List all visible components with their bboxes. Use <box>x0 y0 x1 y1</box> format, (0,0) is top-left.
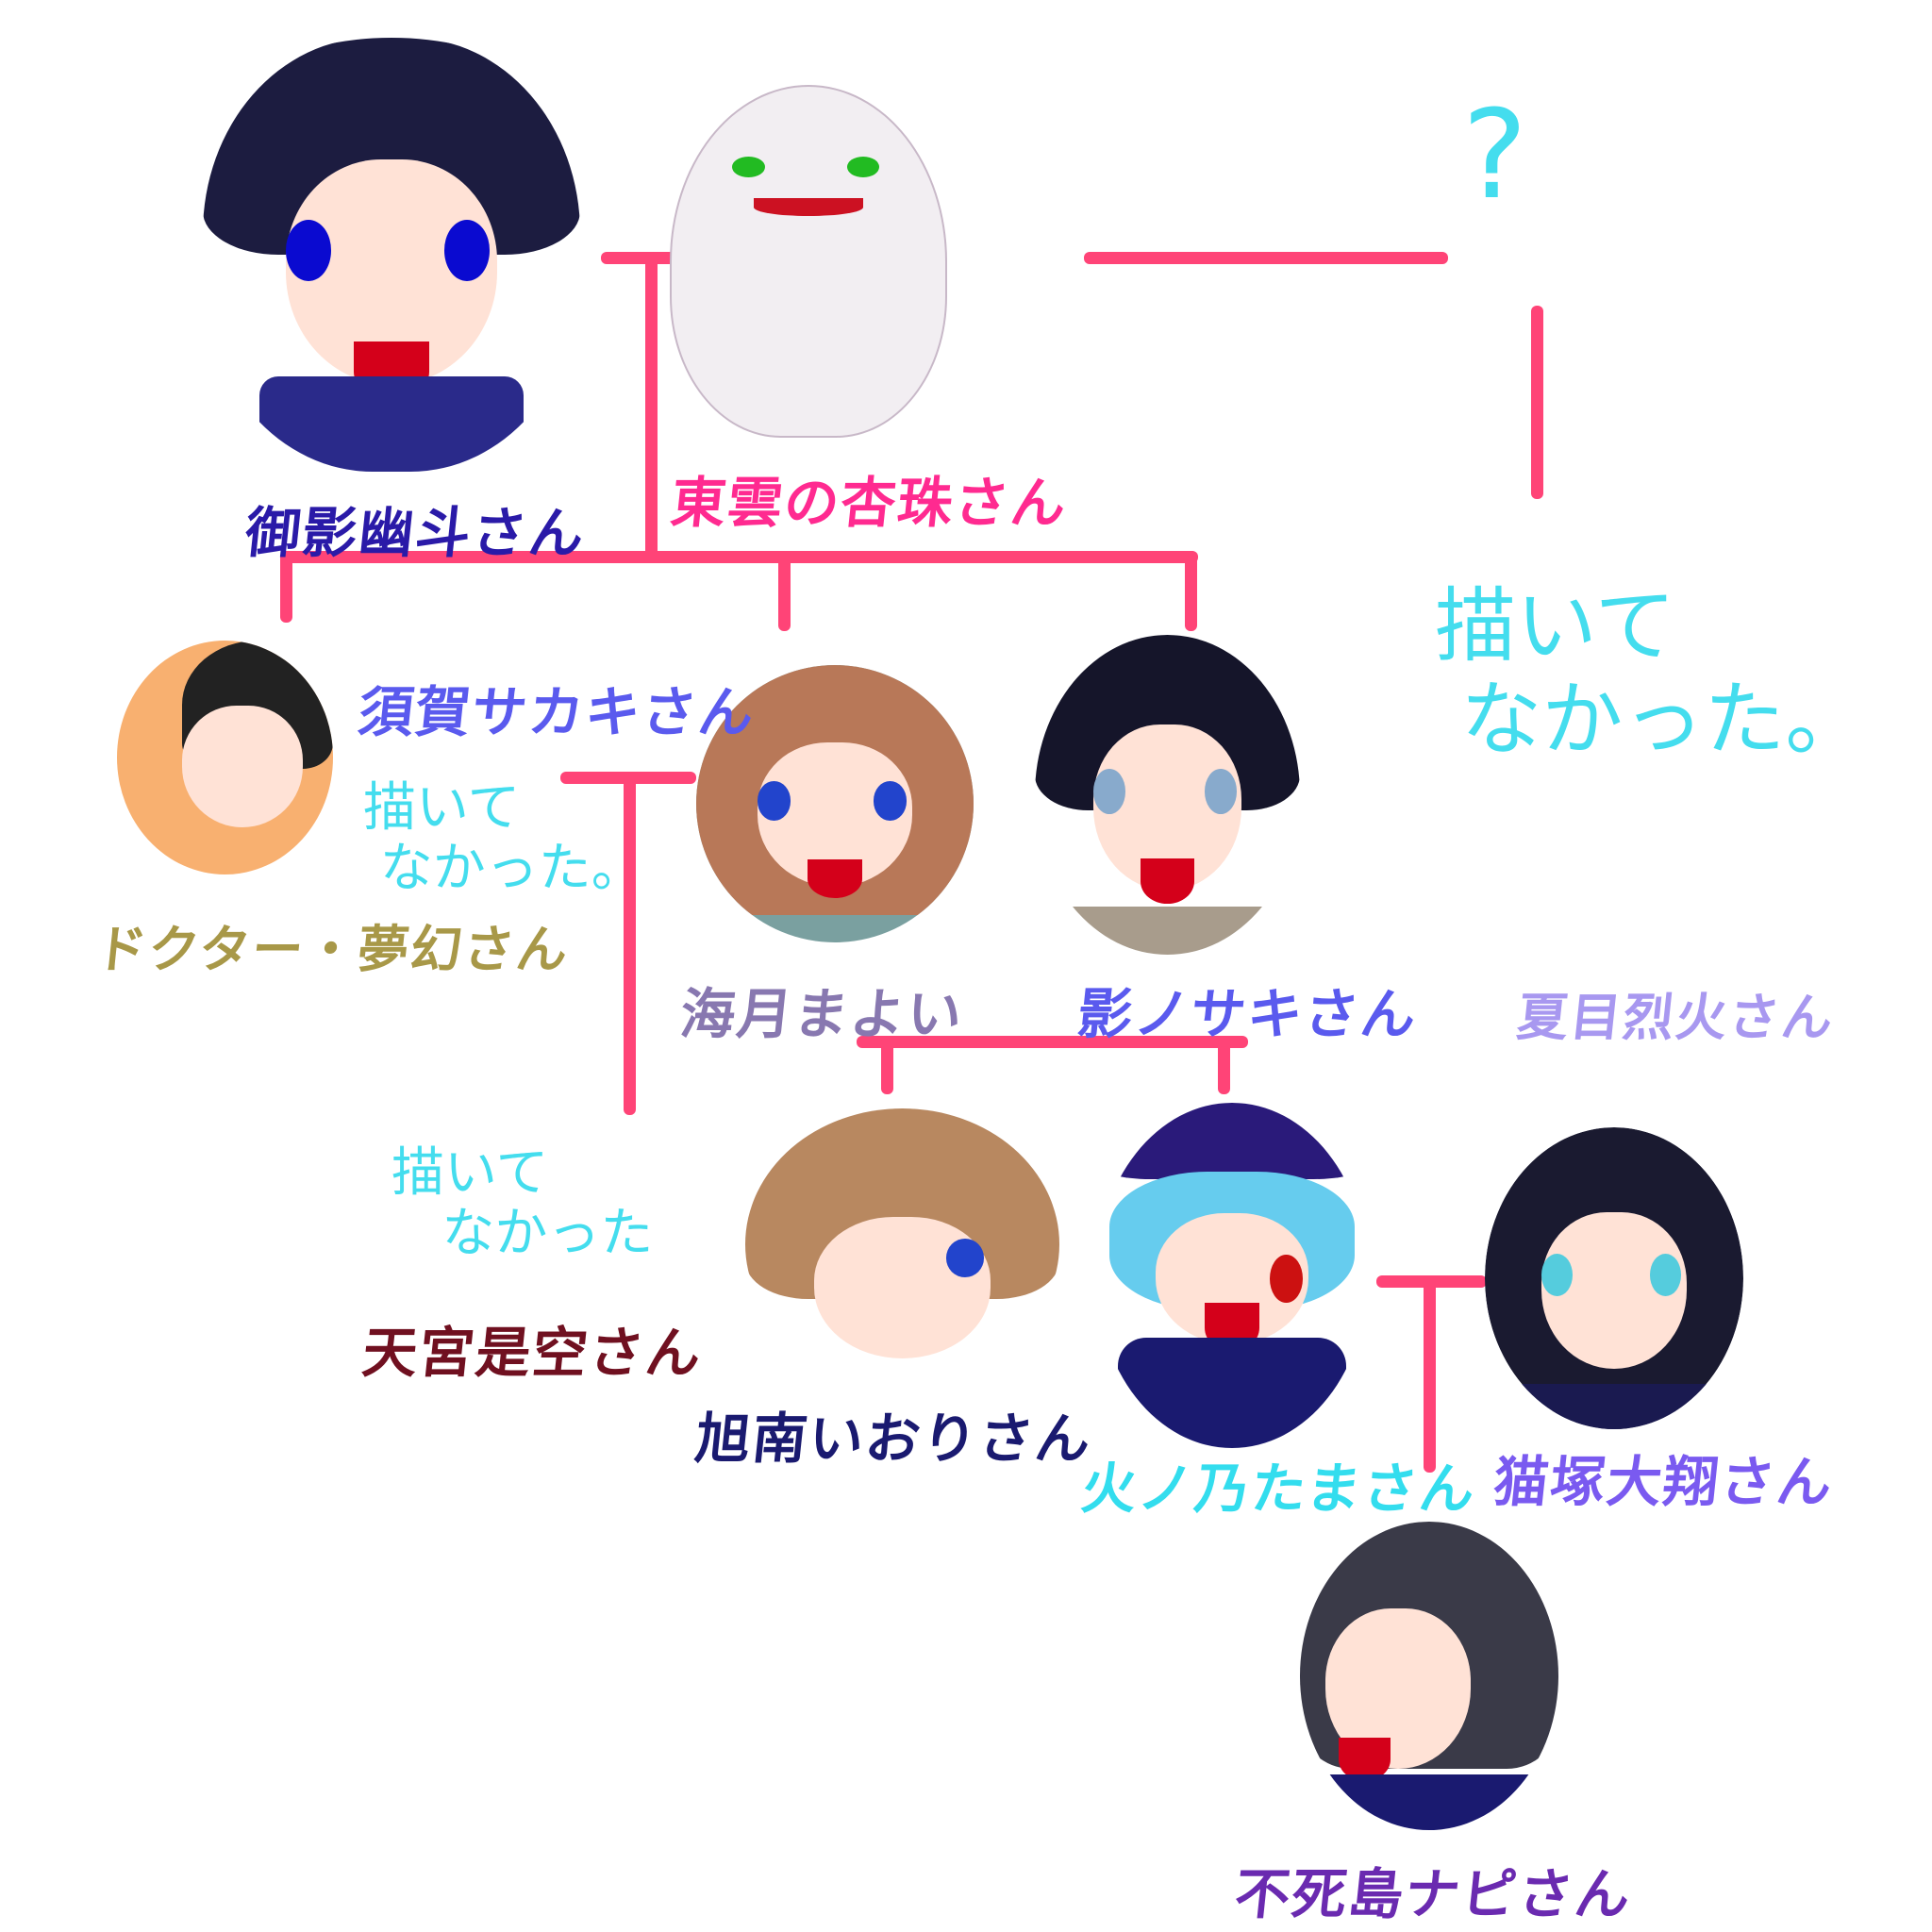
descent-line-unknown <box>1531 306 1543 499</box>
child-line-kurage <box>778 551 791 631</box>
not-drawn-note-suga: 描いて なかった。 <box>363 777 644 900</box>
name-suga: 須賀サカキさん <box>355 680 759 744</box>
name-amamiya: 天宮是空さん <box>358 1321 707 1385</box>
name-hinono: 火ノ乃たまさん <box>1077 1457 1480 1521</box>
marriage-line-unknown <box>1084 252 1448 264</box>
descent-line-suga <box>624 772 636 1115</box>
descent-line-main <box>645 252 658 557</box>
name-mikage: 御影幽斗さん <box>242 501 590 565</box>
name-fushijima: 不死島ナピさん <box>1231 1862 1636 1926</box>
descent-line-fushijima <box>1424 1275 1436 1473</box>
child-line-kyokunan <box>881 1036 893 1094</box>
name-doctor: ドクター・夢幻さん <box>92 920 573 979</box>
name-shinonome: 東雲の杏珠さん <box>667 471 1072 535</box>
portrait-shinonome-ghost <box>670 85 947 438</box>
portrait-hinono <box>1096 1103 1368 1448</box>
portrait-kyokunan <box>745 1108 1059 1380</box>
portrait-doctor <box>117 641 333 874</box>
portrait-mikage <box>203 38 580 472</box>
name-kagenosaki: 影ノサキさん <box>1074 982 1422 1046</box>
portrait-fushijima <box>1300 1522 1558 1830</box>
not-drawn-note-unknown: 描いて なかった。 <box>1435 579 1867 767</box>
marriage-line-kurage-kagenosaki <box>857 1036 1248 1048</box>
portrait-kagenosaki <box>1035 635 1300 955</box>
child-line-kagenosaki <box>1185 551 1197 631</box>
portrait-nekozuka <box>1485 1127 1743 1429</box>
name-nekozuka: 猫塚大翔さん <box>1490 1450 1838 1514</box>
child-line-hinono <box>1218 1036 1230 1094</box>
not-drawn-note-amamiya: 描いて なかった <box>391 1142 654 1265</box>
child-line-doctor <box>280 551 292 623</box>
siblings-line <box>280 551 1198 563</box>
name-kurage: 海月まよい <box>676 982 968 1046</box>
portrait-kurage <box>696 665 974 942</box>
name-natsume: 夏目烈火さん <box>1514 988 1838 1047</box>
name-kyokunan: 旭南いおりさん <box>691 1407 1096 1471</box>
unknown-partner-mark: ? <box>1462 83 1527 226</box>
